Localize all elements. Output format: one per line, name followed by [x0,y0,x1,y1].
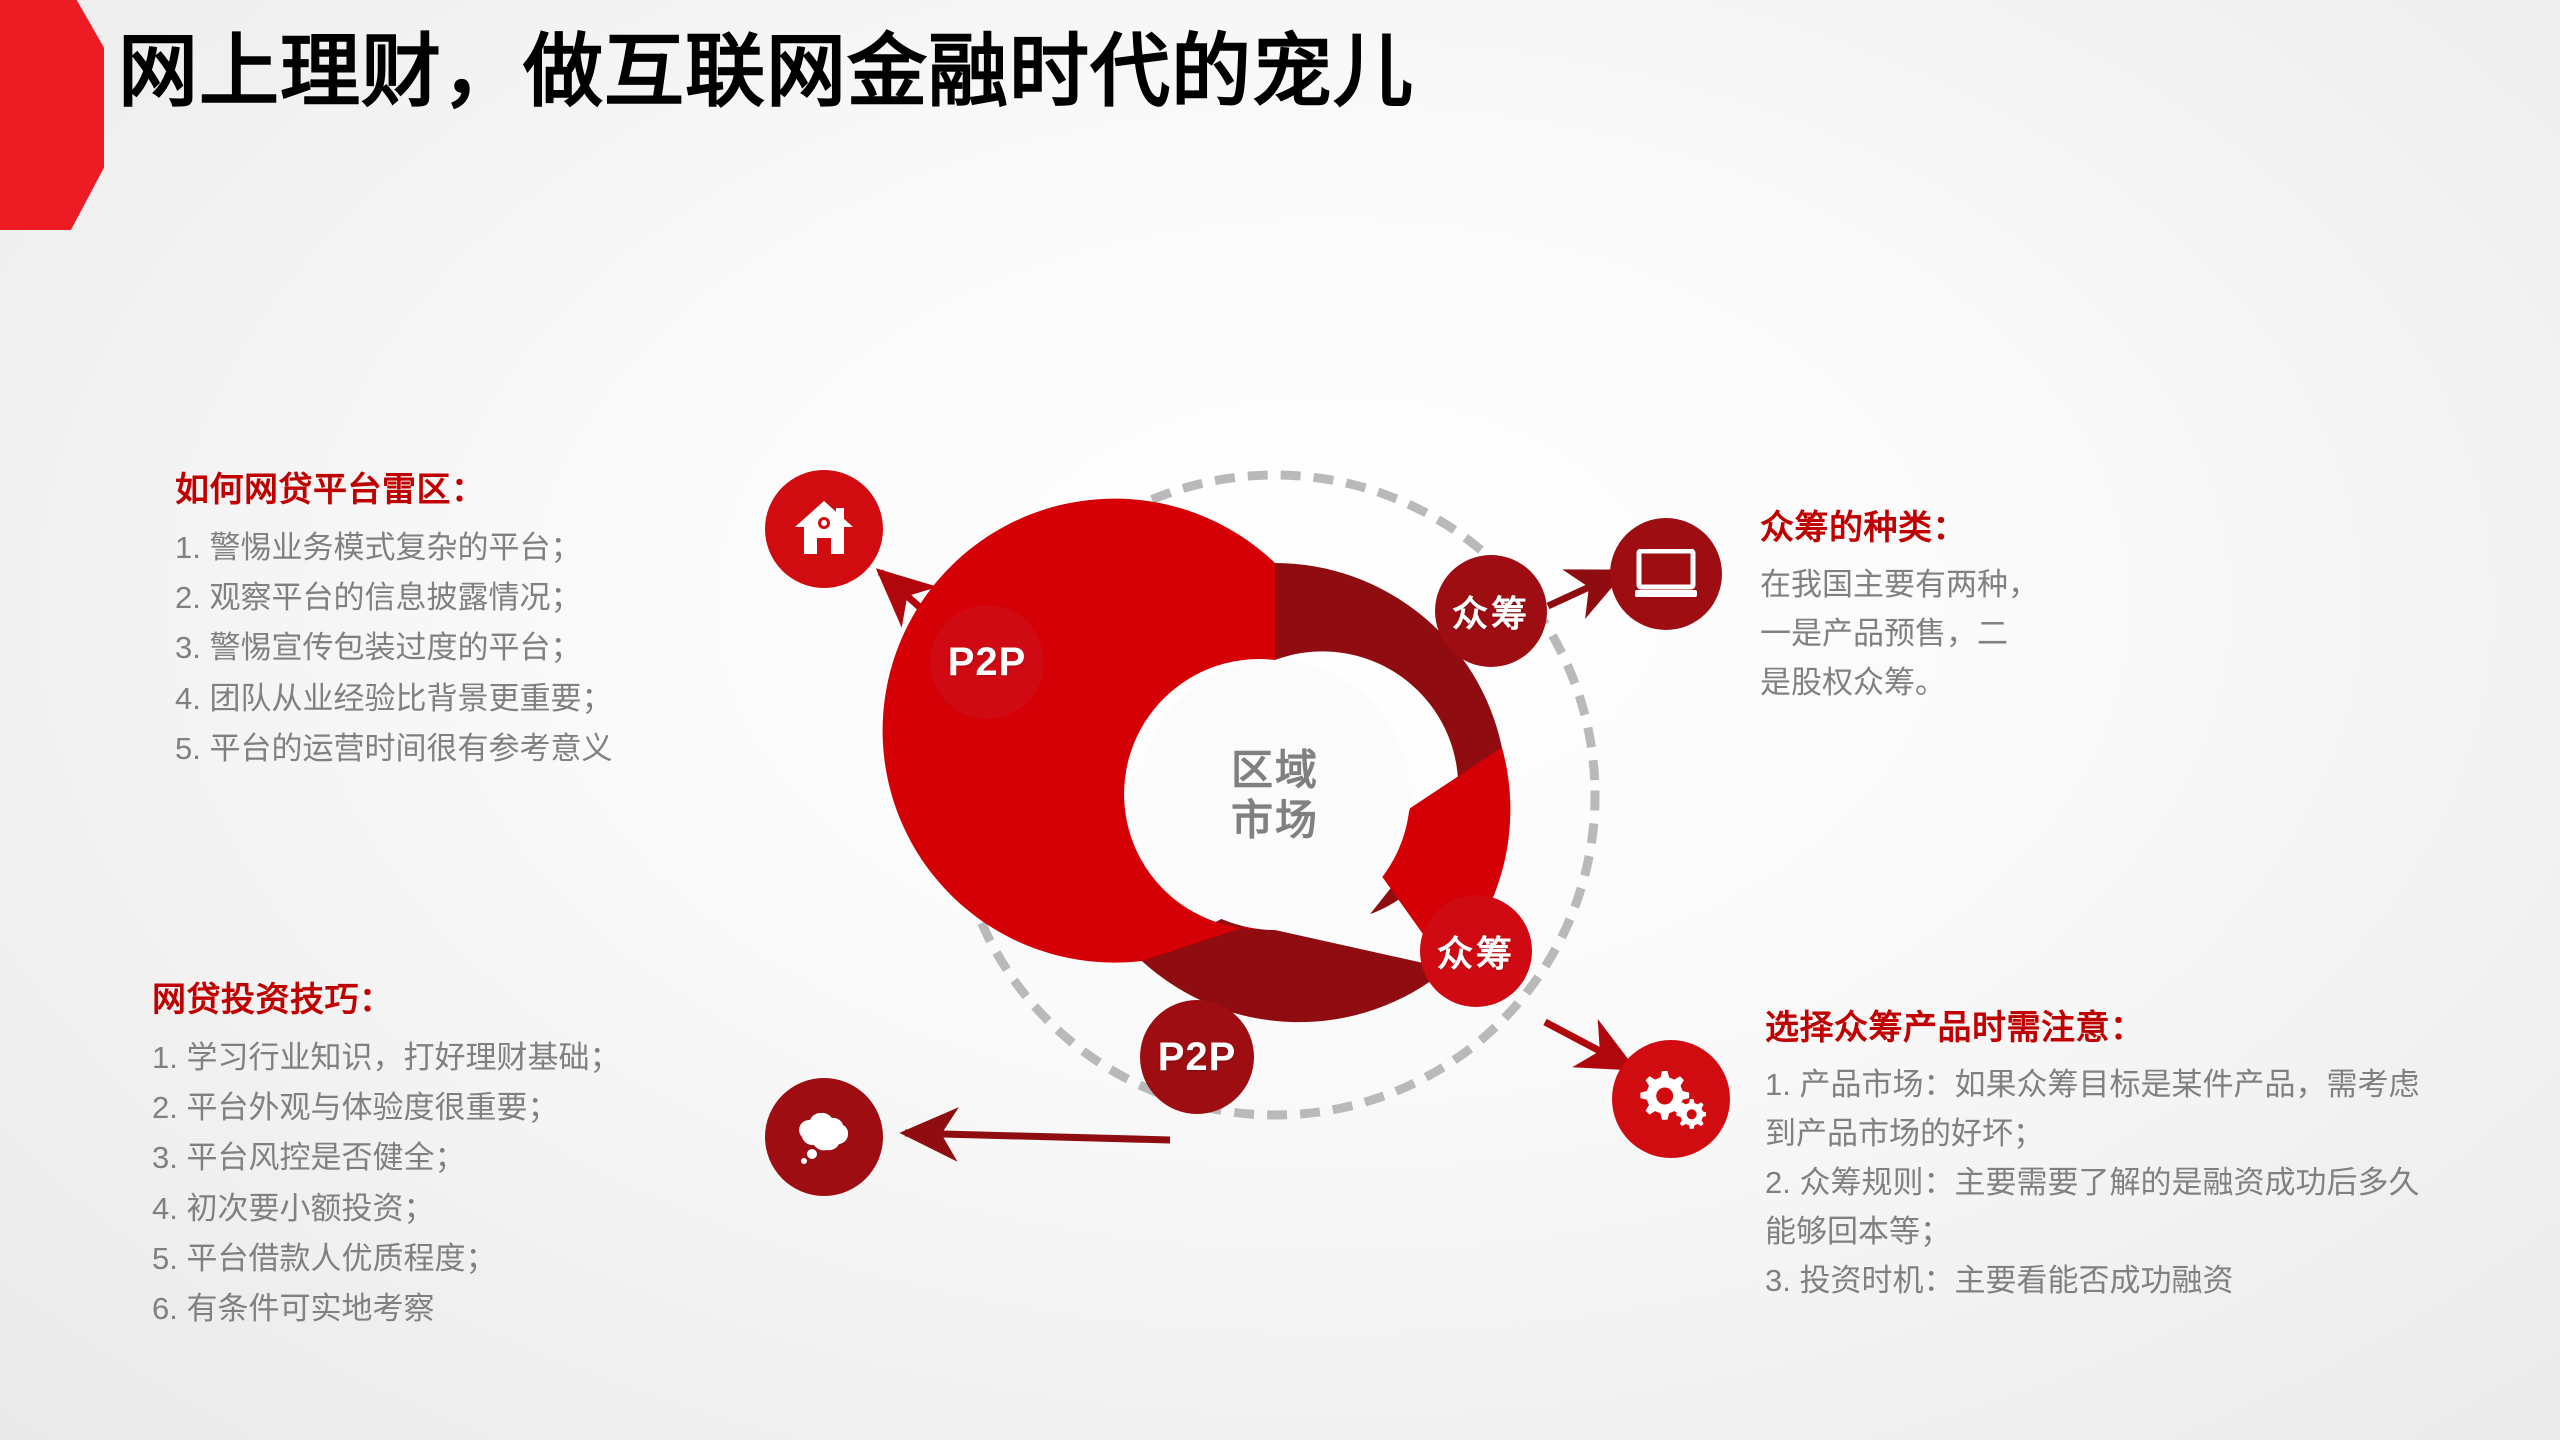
block-line: 3. 平台风控是否健全； [152,1140,466,1176]
gears-icon [1640,1071,1706,1129]
block-line: 3. 投资时机：主要看能否成功融资 [1765,1262,2234,1298]
text-block-bottom-left: 网贷投资技巧： 1. 学习行业知识，打好理财基础； 2. 平台外观与体验度很重要… [152,972,620,1334]
block-heading: 网贷投资技巧： [152,981,394,1019]
block-line: 一是产品预售，二 [1760,615,2008,651]
node-p2p-bottom[interactable]: P2P [1140,1000,1254,1114]
block-line: 2. 众筹规则：主要需要了解的是融资成功后多久能够回本等； [1765,1164,2420,1249]
donut-segment-3 [1141,827,1448,1023]
block-line: 3. 警惕宣传包装过度的平台； [175,630,582,666]
page-title: 网上理财，做互联网金融时代的宠儿 [118,27,1414,116]
thought-bubble-icon [799,1112,849,1164]
block-line: 1. 学习行业知识，打好理财基础； [152,1040,621,1075]
block-heading: 如何网贷平台雷区： [175,471,486,509]
block-line: 2. 观察平台的信息披露情况； [175,580,582,616]
donut-diagram: 区域 市场 P2P 众筹 众筹 P2P [882,455,1615,1135]
block-heading: 选择众筹产品时需注意： [1765,1009,2145,1047]
node-crowdfunding-top[interactable]: 众筹 [1435,555,1547,667]
block-line: 是股权众筹。 [1760,664,1946,700]
gears-icon-badge[interactable] [1612,1040,1730,1158]
text-block-top-left: 如何网贷平台雷区： 1. 警惕业务模式复杂的平台； 2. 观察平台的信息披露情况… [175,462,612,774]
laptop-icon-badge[interactable] [1610,518,1722,630]
block-line: 2. 平台外观与体验度很重要； [152,1090,559,1126]
donut-hole [1140,660,1410,930]
node-p2p-left[interactable]: P2P [930,605,1044,719]
house-icon [795,501,853,554]
block-line: 4. 团队从业经验比背景更重要； [175,680,613,716]
house-icon-badge[interactable] [765,470,883,588]
block-line: 6. 有条件可实地考察 [152,1291,435,1327]
text-block-bottom-right: 选择众筹产品时需注意： 1. 产品市场：如果众筹目标是某件产品，需考虑到产品市场… [1765,1000,2445,1306]
thought-bubble-icon-badge[interactable] [765,1078,883,1196]
block-heading: 众筹的种类： [1760,509,1967,547]
corner-accent-shape [0,0,104,230]
block-line: 5. 平台借款人优质程度； [152,1240,497,1276]
block-line: 在我国主要有两种， [1760,567,2039,602]
block-line: 1. 警惕业务模式复杂的平台； [175,530,582,565]
block-line: 5. 平台的运营时间很有参考意义 [175,730,613,766]
node-crowdfunding-bottom[interactable]: 众筹 [1420,895,1532,1007]
donut-chart [882,470,1600,1120]
block-line: 4. 初次要小额投资； [152,1190,435,1226]
block-line: 1. 产品市场：如果众筹目标是某件产品，需考虑到产品市场的好坏； [1765,1067,2420,1151]
text-block-top-right: 众筹的种类： 在我国主要有两种， 一是产品预售，二 是股权众筹。 [1760,500,2039,708]
laptop-icon [1635,549,1697,597]
